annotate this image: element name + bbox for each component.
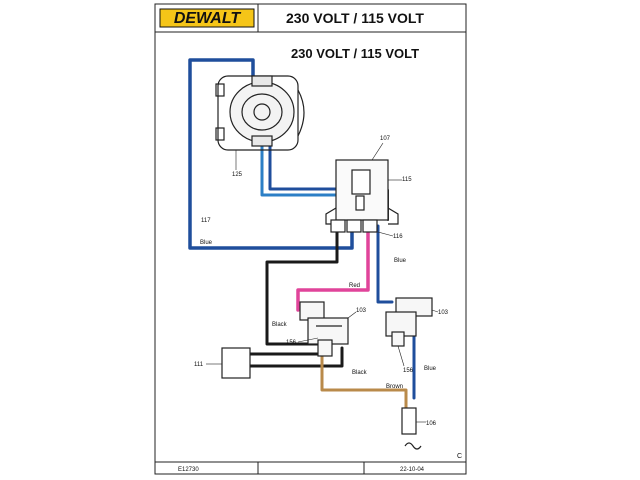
callout-115: 115 [402,177,412,183]
wire-red [296,224,370,312]
wire-label-black-upper: Black [272,322,288,328]
header-title: 230 VOLT / 115 VOLT [286,10,424,26]
wire-labels: Blue Blue Red Black Black Brown Blue [200,240,437,390]
left-relay-module [299,301,349,357]
wire-label-blue-lower: Blue [424,366,437,372]
mains-plug [401,407,422,450]
callout-116: 116 [393,234,403,240]
callout-125: 125 [232,172,243,178]
wires [188,58,416,410]
dewalt-logo: DEWALT [159,8,255,28]
wire-label-black-lower: Black [352,370,368,376]
revision-mark: C [457,453,462,460]
right-relay-module [385,297,433,347]
wire-blue-motor-upper [260,138,340,197]
wire-blue-motor-lower [268,138,340,191]
wire-label-blue-left: Blue [200,240,213,246]
drawing-date: 22-10-04 [400,467,425,473]
capacitor [221,347,251,379]
callout-156-right: 156 [403,368,414,374]
wire-label-blue-right: Blue [394,258,407,264]
switch-box [325,159,399,225]
connector-block [330,219,378,233]
wire-brown [320,338,408,410]
wire-black-upper [265,224,339,346]
callout-107: 107 [380,136,391,142]
callout-156-left: 156 [286,340,297,346]
wire-blue-long [188,58,354,250]
callout-103-left: 103 [356,308,367,314]
svg-text:DEWALT: DEWALT [174,10,242,27]
callouts: 125 107 115 117 116 103 156 103 156 111 … [194,136,449,427]
wire-black-lower [248,346,344,368]
wire-label-brown: Brown [386,384,403,390]
callout-111: 111 [194,362,204,368]
motor [215,75,305,151]
diagram-title: 230 VOLT / 115 VOLT [291,46,419,61]
callout-106: 106 [426,421,437,427]
callout-103-right: 103 [438,310,449,316]
drawing-number: E12730 [178,467,199,473]
wire-blue-right [376,224,394,304]
sheet-frame [154,3,467,475]
callout-117: 117 [201,218,211,224]
wire-label-red: Red [349,283,360,289]
